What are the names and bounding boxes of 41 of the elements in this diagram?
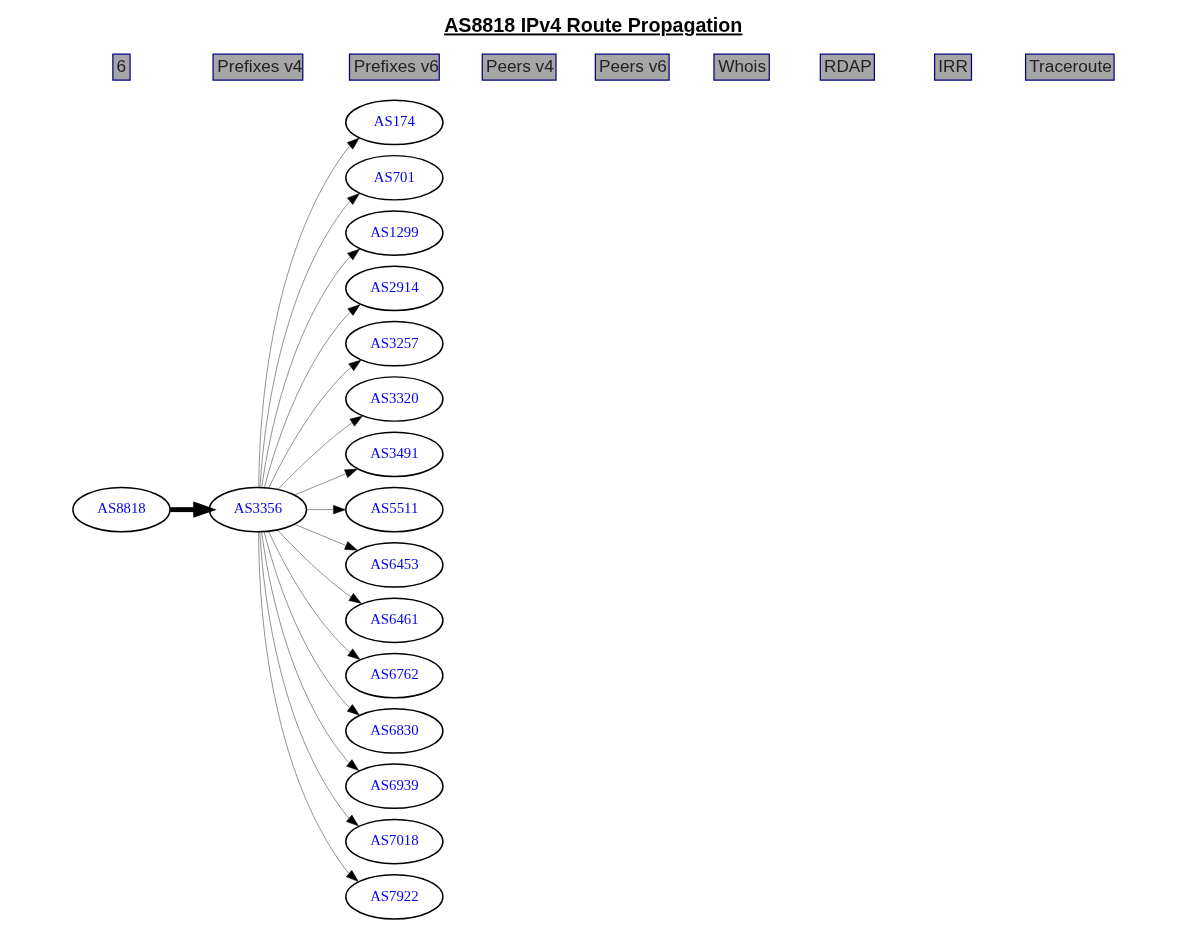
arrow	[260, 531, 359, 771]
arrow	[169, 501, 217, 518]
node-ellipse: AS7018	[344, 818, 444, 865]
arrow	[294, 524, 358, 551]
label: Peers v6	[598, 56, 667, 77]
arrow	[257, 531, 359, 882]
arrow	[263, 304, 360, 488]
node-ellipse: AS8818	[71, 486, 171, 533]
node-ellipse: AS2914	[344, 265, 444, 312]
node-ellipse: AS174	[344, 99, 444, 146]
label: Prefixes v4	[216, 56, 302, 77]
label: 6	[116, 56, 126, 77]
arrow	[268, 359, 361, 489]
node-ellipse: AS6830	[344, 708, 444, 754]
arrow	[258, 137, 360, 488]
label: IRR	[937, 56, 968, 77]
arrow	[261, 248, 360, 488]
arrow	[294, 468, 358, 496]
arrow	[259, 531, 359, 827]
arrow	[267, 531, 360, 660]
node-ellipse: AS701	[344, 154, 444, 201]
arrow	[277, 415, 363, 490]
node-ellipse: AS1299	[344, 210, 444, 256]
node-ellipse: AS7922	[344, 874, 444, 920]
node-ellipse: AS6762	[344, 652, 444, 699]
node-ellipse: AS6461	[344, 597, 444, 644]
label: Whois	[717, 56, 766, 77]
node-ellipse: AS6939	[344, 763, 444, 810]
node-ellipse: AS5511	[344, 486, 444, 533]
diagram-title: AS8818 IPv4 Route Propagation	[443, 14, 742, 37]
arrow	[263, 531, 360, 716]
arrow	[259, 193, 360, 488]
arrow	[276, 529, 362, 604]
arrow	[306, 505, 346, 515]
node-ellipse: AS3320	[344, 376, 444, 422]
node-ellipse: AS3257	[344, 320, 444, 367]
label: RDAP	[823, 56, 872, 77]
label: Prefixes v6	[353, 56, 439, 77]
label: Traceroute	[1028, 56, 1112, 77]
label: Peers v4	[485, 56, 554, 77]
node-ellipse: AS3356	[208, 486, 307, 533]
